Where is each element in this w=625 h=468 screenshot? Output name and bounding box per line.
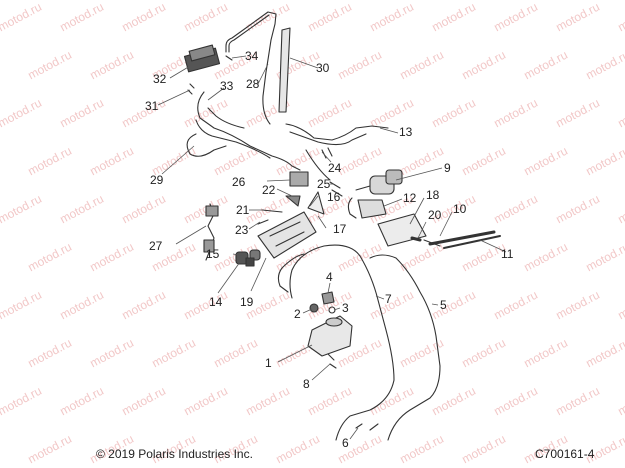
part-7-hose [289, 244, 395, 441]
callout-24: 24 [328, 161, 342, 175]
callout-22: 22 [262, 183, 276, 197]
callout-2: 2 [294, 307, 301, 321]
callout-4: 4 [326, 270, 333, 284]
part-23-washer [257, 219, 269, 225]
part-26-connector [289, 171, 309, 187]
part-24-fitting [321, 147, 333, 159]
part-19-bracket [257, 211, 317, 259]
part-11-arm [443, 235, 501, 249]
callout-26: 26 [232, 175, 246, 189]
figure-id-text: C700161-4 [535, 447, 595, 461]
copyright-text: © 2019 Polaris Industries Inc. [96, 447, 253, 461]
callout-21: 21 [236, 203, 250, 217]
part-5-hose [369, 254, 441, 441]
callout-20: 20 [428, 208, 442, 222]
part-9-pump [347, 169, 403, 219]
callout-8: 8 [303, 377, 310, 391]
part-29-hose [186, 133, 227, 157]
callout-23: 23 [235, 223, 249, 237]
callout-1: 1 [265, 356, 272, 370]
part-12-bracket [357, 199, 387, 219]
callout-9: 9 [444, 161, 451, 175]
callout-29: 29 [150, 173, 164, 187]
callout-14: 14 [209, 295, 223, 309]
part-6-clip [355, 423, 379, 431]
callout-7: 7 [385, 292, 392, 306]
callout-30: 30 [316, 61, 330, 75]
part-1-reservoir [307, 315, 353, 357]
part-13-hose [285, 123, 389, 141]
part-2-grommet [309, 303, 319, 313]
callout-31: 31 [145, 99, 159, 113]
part-16-panel [307, 191, 325, 215]
part-31-screw [187, 83, 195, 95]
callout-17: 17 [333, 222, 347, 236]
part-20-nozzle [410, 236, 422, 242]
callout-33: 33 [220, 79, 234, 93]
callout-25: 25 [317, 177, 331, 191]
callout-5: 5 [440, 298, 447, 312]
callout-6: 6 [342, 436, 349, 450]
callout-11: 11 [501, 247, 514, 261]
callout-13: 13 [399, 125, 413, 139]
callout-27: 27 [149, 239, 163, 253]
callout-19: 19 [240, 295, 254, 309]
part-34-clamp [225, 55, 233, 61]
callout-34: 34 [245, 49, 259, 63]
part-22-clip [285, 195, 301, 207]
part-33-hose [197, 91, 301, 171]
callout-18: 18 [426, 188, 440, 202]
callout-12: 12 [403, 191, 417, 205]
part-32-connector [183, 44, 221, 73]
callout-28: 28 [246, 77, 260, 91]
part-21-bolt [261, 209, 283, 213]
callout-32: 32 [153, 72, 167, 86]
callout-10: 10 [453, 202, 467, 216]
part-8-clip [327, 353, 337, 369]
part-28-tube [225, 11, 277, 125]
part-14-plug [245, 257, 255, 267]
callout-15: 15 [206, 247, 220, 261]
part-30-rod [278, 27, 291, 113]
callout-16: 16 [327, 190, 341, 204]
part-4-cap [321, 291, 335, 305]
part-25-clip [329, 181, 343, 197]
part-10-wiper [428, 230, 496, 246]
callout-3: 3 [342, 301, 349, 315]
